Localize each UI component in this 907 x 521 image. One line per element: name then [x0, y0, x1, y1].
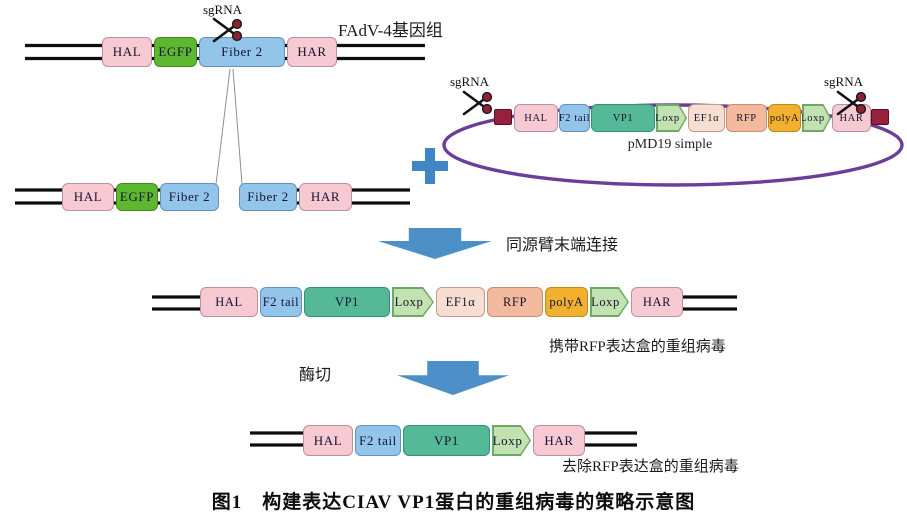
gene-segment-label: RFP: [736, 112, 757, 124]
step1-label: 同源臂末端连接: [506, 237, 619, 254]
gene-segment-label: VP1: [434, 432, 459, 448]
gene-segment-label: HAR: [642, 294, 672, 309]
gene-segment-label: EGFP: [119, 189, 155, 204]
gene-segment-label: Loxp: [655, 112, 680, 124]
gene-segment-label: Fiber 2: [221, 44, 263, 59]
sgrna-label-right: sgRNA: [824, 74, 864, 89]
scissors-icon: [462, 90, 493, 116]
gene-segment-label: Loxp: [394, 294, 424, 309]
figure-caption: 图1 构建表达CIAV VP1蛋白的重组病毒的策略示意图: [211, 492, 696, 513]
gene-segment-egfp: EGFP: [116, 183, 158, 211]
gene-segment-label: HAL: [73, 189, 103, 204]
gene-segment-loxp: Loxp: [492, 425, 531, 456]
gene-segment-vp1: VP1: [304, 287, 390, 317]
sgrna-label-left: sgRNA: [450, 74, 490, 89]
gene-segment-hal: HAL: [62, 183, 114, 211]
gene-segment-label: EGFP: [158, 44, 193, 59]
gene-segment-har: HAR: [631, 287, 683, 317]
sgrna-target-site-right: [871, 109, 889, 125]
gene-segment-label: HAR: [297, 44, 327, 59]
gene-segment-label: HAL: [313, 432, 343, 448]
gene-segment-polya: polyA: [768, 104, 801, 132]
gene-segment-hal: HAL: [102, 37, 152, 67]
gene-segment-rfp: RFP: [726, 104, 767, 132]
gene-segment-har: HAR: [533, 425, 585, 456]
gene-segment-polya: polyA: [545, 287, 588, 317]
gene-segment-egfp: EGFP: [154, 37, 197, 67]
gene-segment-fiber-2: Fiber 2: [160, 183, 219, 211]
gene-segment-fiber-2: Fiber 2: [239, 183, 297, 211]
scissors-icon: [836, 90, 867, 116]
gene-segment-har: HAR: [287, 37, 337, 67]
final-virus-caption: 去除RFP表达盒的重组病毒: [562, 459, 739, 475]
gene-segment-label: Loxp: [800, 112, 825, 124]
gene-segment-label: Loxp: [492, 432, 523, 448]
gene-segment-label: Fiber 2: [247, 189, 289, 204]
gene-segment-label: F2 tail: [558, 112, 591, 124]
gene-segment-label: F2 tail: [359, 432, 397, 448]
gene-segment-ef1-: EF1α: [688, 104, 725, 132]
cut-line: [232, 68, 243, 185]
gene-segment-label: HAL: [112, 44, 142, 59]
gene-segment-label: RFP: [502, 294, 528, 309]
scissors-icon: [212, 17, 243, 43]
gene-segment-ef1-: EF1α: [436, 287, 485, 317]
gene-segment-label: VP1: [612, 112, 634, 124]
gene-segment-vp1: VP1: [591, 104, 655, 132]
gene-segment-label: HAR: [839, 112, 864, 124]
gene-segment-vp1: VP1: [403, 425, 490, 456]
gene-segment-label: VP1: [334, 294, 360, 309]
sgrna-target-site-left: [494, 109, 512, 125]
gene-segment-label: EF1α: [693, 112, 720, 124]
gene-segment-label: Fiber 2: [168, 189, 211, 204]
gene-segment-rfp: RFP: [487, 287, 543, 317]
gene-segment-hal: HAL: [514, 104, 558, 132]
gene-segment-label: HAL: [524, 112, 548, 124]
gene-segment-label: HAL: [215, 294, 243, 309]
cut-line: [215, 68, 231, 185]
gene-segment-hal: HAL: [303, 425, 353, 456]
gene-segment-hal: HAL: [200, 287, 258, 317]
step2-label: 酶切: [299, 367, 332, 384]
genome-title: FAdV-4基因组: [338, 21, 443, 40]
gene-segment-f2-tail: F2 tail: [260, 287, 302, 317]
gene-segment-har: HAR: [299, 183, 352, 211]
gene-segment-label: polyA: [549, 294, 584, 309]
gene-segment-label: EF1α: [445, 294, 476, 309]
gene-segment-label: F2 tail: [262, 294, 300, 309]
sgrna-label-top: sgRNA: [203, 2, 243, 17]
gene-segment-f2-tail: F2 tail: [559, 104, 590, 132]
plasmid-name: pMD19 simple: [627, 137, 713, 152]
gene-segment-label: HAR: [544, 432, 574, 448]
gene-segment-label: Loxp: [591, 294, 620, 309]
gene-segment-label: HAR: [310, 189, 341, 204]
gene-segment-f2-tail: F2 tail: [355, 425, 401, 456]
rfp-virus-caption: 携带RFP表达盒的重组病毒: [549, 339, 726, 355]
gene-segment-label: polyA: [769, 112, 800, 124]
